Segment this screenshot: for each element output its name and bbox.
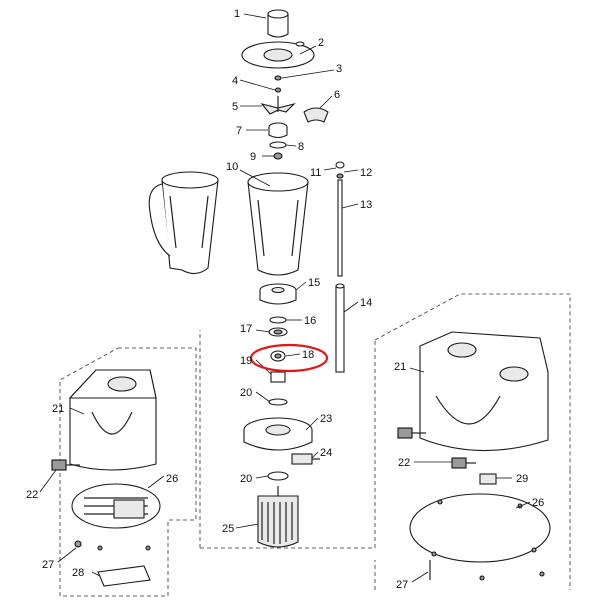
- part-seal-17: [268, 327, 288, 337]
- part-motor: [257, 486, 299, 548]
- part-nut-4: [274, 87, 282, 93]
- highlight-ring: [249, 343, 329, 373]
- assembly-outline-center: [199, 293, 571, 549]
- part-blade-clip: [303, 107, 329, 123]
- callout-19: 19: [240, 355, 252, 367]
- part-washer-20-upper: [268, 398, 288, 406]
- callout-26-left: 26: [166, 473, 178, 485]
- part-rod-13: [337, 179, 343, 277]
- part-coupler-18: [270, 350, 286, 362]
- callout-2: 2: [318, 37, 324, 49]
- part-switch: [291, 453, 320, 465]
- leader-lines: [39, 13, 531, 583]
- part-bracket: [479, 473, 497, 485]
- callout-11: 11: [310, 167, 321, 179]
- callout-9: 9: [250, 151, 256, 163]
- callout-13: 13: [360, 199, 372, 211]
- callout-21-left: 21: [52, 403, 64, 415]
- callout-12: 12: [360, 167, 372, 179]
- part-collar-15: [259, 283, 297, 305]
- callout-24: 24: [320, 447, 332, 459]
- part-screw-left: [74, 540, 151, 551]
- part-spacer-19: [270, 371, 286, 383]
- part-blade: [260, 96, 296, 115]
- part-base-left: [68, 369, 157, 471]
- part-screw-right: [429, 560, 545, 581]
- part-tube-14: [335, 283, 345, 373]
- callout-25: 25: [222, 523, 234, 535]
- part-knob-lower: [451, 457, 476, 469]
- part-nut-3: [274, 75, 282, 81]
- callout-labels: 1 2 3 4 5 6 7 8 9 10 11 12 13 14 15 16 1…: [26, 8, 544, 591]
- callout-7: 7: [236, 125, 242, 137]
- callout-26-right: 26: [532, 497, 544, 509]
- part-lid-cap: [267, 9, 289, 38]
- assembly-outline-left: [59, 347, 197, 597]
- part-washer-8: [269, 141, 287, 149]
- part-bottom-plate-left: [71, 483, 161, 529]
- callout-16: 16: [304, 315, 316, 327]
- callout-18: 18: [302, 349, 314, 361]
- part-knob-right: [397, 427, 426, 439]
- callout-27-left: 27: [42, 559, 54, 571]
- part-lid: [241, 41, 315, 69]
- callout-4: 4: [232, 75, 238, 87]
- part-coupling-9: [273, 152, 283, 160]
- callout-20-upper: 20: [240, 387, 252, 399]
- part-bearing-housing: [268, 122, 288, 139]
- part-rod-cap: [335, 161, 345, 179]
- callout-6: 6: [334, 89, 340, 101]
- callout-15: 15: [308, 277, 320, 289]
- part-knob-left: [51, 459, 80, 471]
- part-bottom-plate-right: [409, 493, 551, 563]
- callout-23: 23: [320, 413, 332, 425]
- callout-28: 28: [72, 567, 84, 579]
- callout-17: 17: [240, 323, 252, 335]
- callout-27-right: 27: [396, 579, 408, 591]
- part-motor-mount: [243, 417, 313, 451]
- callout-10: 10: [226, 161, 238, 173]
- callout-20-lower: 20: [240, 473, 252, 485]
- part-washer-20-lower: [267, 471, 289, 481]
- part-seal-16: [269, 316, 287, 324]
- part-container-with-handle: [148, 171, 219, 275]
- callout-5: 5: [232, 101, 238, 113]
- part-container-10: [247, 172, 309, 276]
- callout-21-right: 21: [394, 361, 406, 373]
- callout-3: 3: [336, 63, 342, 75]
- part-base-right: [419, 331, 549, 452]
- callout-1: 1: [234, 8, 240, 20]
- assembly-outline-right: [374, 470, 571, 590]
- callout-8: 8: [298, 141, 304, 153]
- callout-14: 14: [360, 297, 372, 309]
- callout-22-right: 22: [398, 457, 410, 469]
- part-foot-pad: [97, 565, 151, 587]
- callout-22-left: 22: [26, 489, 38, 501]
- callout-29: 29: [516, 473, 528, 485]
